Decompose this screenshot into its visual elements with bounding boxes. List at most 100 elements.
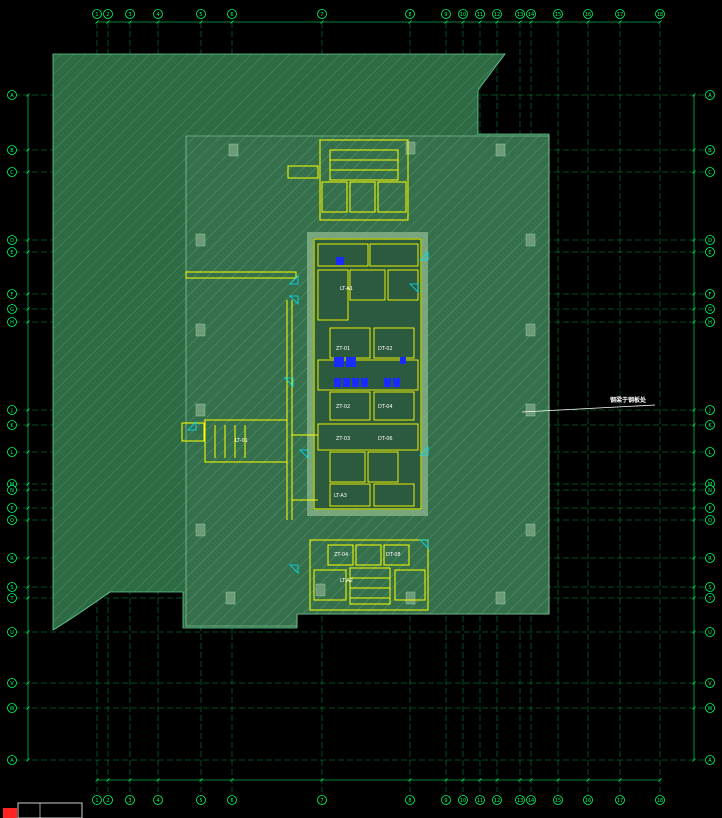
axis-bubble	[705, 289, 715, 299]
dimension-tick	[128, 778, 132, 782]
west-stair-block	[181, 271, 318, 520]
axis-bubble-label: A	[708, 758, 712, 764]
dimension-tick	[26, 681, 30, 685]
axis-bubble	[458, 795, 468, 805]
dimension-tick	[26, 170, 30, 174]
axis-bubble-label: 3	[128, 798, 131, 804]
dimension-tick	[444, 20, 448, 24]
axis-bubble	[705, 503, 715, 513]
dimension-tick	[518, 20, 522, 24]
column	[525, 523, 536, 537]
column	[225, 591, 236, 605]
axis-bubble	[615, 9, 625, 19]
axis-bubble	[705, 678, 715, 688]
axis-bubble	[7, 317, 17, 327]
dimension-tick	[230, 778, 234, 782]
axis-bubble-label: W	[708, 706, 713, 712]
axis-bubble	[553, 795, 563, 805]
axis-bubble	[317, 795, 327, 805]
axis-bubble	[227, 9, 237, 19]
axis-bubble-label: 15	[555, 12, 561, 18]
axis-bubble-label: E	[10, 250, 13, 256]
room-label: ZT-03	[336, 436, 350, 442]
dimension-tick	[495, 778, 499, 782]
axis-bubble	[492, 795, 502, 805]
axis-bubble	[317, 9, 327, 19]
axis-bubble	[153, 9, 163, 19]
axis-bubble	[655, 9, 665, 19]
dimension-tick	[586, 20, 590, 24]
axis-bubble-label: S	[708, 585, 711, 591]
axis-bubble	[705, 405, 715, 415]
axis-bubble-label: V	[708, 681, 712, 687]
column	[195, 323, 206, 337]
axis-bubble	[227, 795, 237, 805]
room-label: DT-06	[378, 436, 393, 442]
axis-bubble-label: 7	[320, 798, 323, 804]
callout-label: 钢梁于钢板处	[610, 396, 647, 404]
axis-bubble	[475, 795, 485, 805]
axis-bubble-label: M	[10, 482, 14, 488]
core-rooms	[317, 243, 419, 507]
axis-bubble-label: T	[707, 596, 712, 602]
axis-bubble-label: N	[10, 488, 14, 494]
axis-bubble-label: K	[708, 423, 712, 429]
dimension-tick	[26, 482, 30, 486]
room-labels: ZT-01 DT-02 LT-A1 ZT-02 DT-04 ZT-03 DT-0…	[235, 286, 401, 584]
axis-bubble	[705, 485, 715, 495]
dimension-tick	[320, 20, 324, 24]
axis-bubble	[475, 9, 485, 19]
axis-bubble	[705, 582, 715, 592]
axis-bubble-label: U	[10, 630, 14, 636]
axis-bubble-label: R	[10, 556, 14, 562]
axis-bubble	[655, 795, 665, 805]
column	[195, 403, 206, 417]
dimension-lines	[26, 20, 696, 782]
axis-bubble	[153, 795, 163, 805]
axis-bubble	[705, 304, 715, 314]
dimension-tick	[692, 488, 696, 492]
dimension-tick	[556, 778, 560, 782]
axis-bubble-label: 7	[320, 12, 323, 18]
dimension-tick	[461, 778, 465, 782]
axis-bubble-label: 4	[156, 12, 159, 18]
dimension-tick	[529, 20, 533, 24]
room-label: ZT-04	[334, 552, 348, 558]
axis-bubble-label: 6	[230, 798, 233, 804]
dimension-tick	[586, 778, 590, 782]
axis-bubble	[583, 9, 593, 19]
axis-bubble-label: E	[708, 250, 711, 256]
axis-bubble	[705, 420, 715, 430]
axis-bubble-label: 6	[230, 12, 233, 18]
axis-bubble	[7, 678, 17, 688]
column	[525, 323, 536, 337]
axis-bubble	[705, 703, 715, 713]
dimension-tick	[26, 706, 30, 710]
dimension-tick	[199, 20, 203, 24]
axis-bubble-label: U	[708, 630, 712, 636]
room-label: LT-A3	[334, 493, 347, 499]
axis-bubble-label: 18	[657, 798, 663, 804]
dimension-tick	[444, 778, 448, 782]
dimension-tick	[26, 423, 30, 427]
axis-bubble-label: 5	[199, 12, 202, 18]
column	[195, 233, 206, 247]
axis-bubble-label: V	[10, 681, 14, 687]
dimension-tick	[26, 292, 30, 296]
axis-bubble	[7, 593, 17, 603]
dimension-tick	[618, 20, 622, 24]
dimension-tick	[618, 778, 622, 782]
dimension-tick	[106, 778, 110, 782]
axis-bubble-label: 13	[517, 798, 523, 804]
dimension-tick	[26, 307, 30, 311]
axis-bubble-label: W	[10, 706, 15, 712]
dimension-tick	[658, 20, 662, 24]
axis-bubble-label: 1	[95, 798, 98, 804]
axis-bubble-label: 13	[517, 12, 523, 18]
dimension-tick	[692, 518, 696, 522]
axis-bubble-label: 8	[408, 12, 411, 18]
dimension-tick	[692, 706, 696, 710]
